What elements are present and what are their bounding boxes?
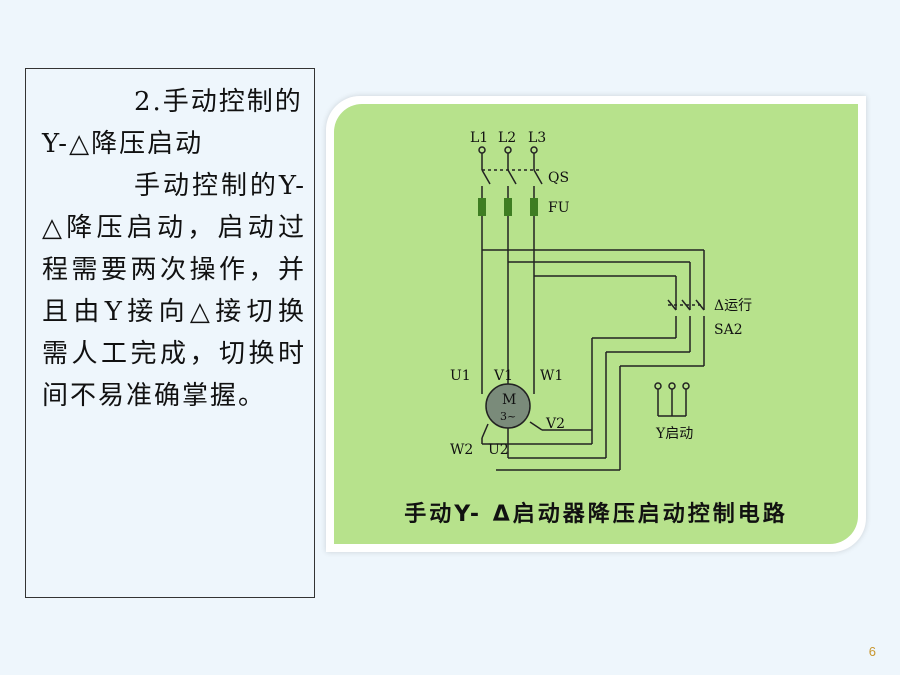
- label-l1: L1: [470, 130, 488, 146]
- label-fu: FU: [548, 200, 570, 216]
- section-heading-cont: Y-△降压启动: [42, 129, 204, 159]
- section-heading: 2.手动控制的: [134, 87, 303, 117]
- header-band: [0, 0, 900, 40]
- label-motor-m: M: [502, 392, 516, 408]
- page-number: 6: [868, 644, 876, 659]
- label-v2: V2: [545, 416, 565, 432]
- label-u2: U2: [488, 442, 509, 458]
- label-sa2: SA2: [714, 322, 743, 338]
- fuse-3: [530, 198, 538, 216]
- label-w1: W1: [540, 368, 563, 384]
- terminal-l2: [504, 146, 512, 154]
- fuse-2: [504, 198, 512, 216]
- label-v1: V1: [493, 368, 513, 384]
- text-box: 2.手动控制的 Y-△降压启动 手动控制的Y-△降压启动，启动过程需要两次操作，…: [25, 68, 315, 598]
- qs-blade-3: [533, 169, 543, 185]
- label-l3: L3: [528, 130, 546, 146]
- y-start-terminal-2: [668, 382, 676, 390]
- label-l2: L2: [498, 130, 516, 146]
- label-w2: W2: [450, 442, 473, 458]
- figure-caption: 手动Y- Δ启动器降压启动控制电路: [404, 502, 788, 527]
- label-y-start: Y启动: [655, 426, 693, 442]
- body-paragraph: 手动控制的Y-△降压启动，启动过程需要两次操作，并且由Y接向△接切换需人工完成，…: [42, 171, 306, 411]
- label-u1: U1: [450, 368, 471, 384]
- circuit-figure: L1 L2 L3 QS FU Δ运行 SA2 U1 V1 W1 M 3~ V2 …: [334, 104, 858, 544]
- label-motor-phase: 3~: [500, 410, 516, 423]
- qs-blade-2: [507, 169, 517, 185]
- qs-blade-1: [481, 169, 491, 185]
- fuse-1: [478, 198, 486, 216]
- terminal-l1: [478, 146, 486, 154]
- fuse-group: [478, 198, 538, 216]
- sa2-contact-1: [667, 299, 677, 311]
- terminal-l3: [530, 146, 538, 154]
- y-start-terminal-1: [654, 382, 662, 390]
- label-delta-run: Δ运行: [714, 298, 752, 314]
- circuit-diagram: L1 L2 L3 QS FU Δ运行 SA2 U1 V1 W1 M 3~ V2 …: [450, 130, 752, 471]
- y-start-terminal-3: [682, 382, 690, 390]
- figure-frame: L1 L2 L3 QS FU Δ运行 SA2 U1 V1 W1 M 3~ V2 …: [326, 96, 866, 552]
- label-qs: QS: [548, 170, 569, 186]
